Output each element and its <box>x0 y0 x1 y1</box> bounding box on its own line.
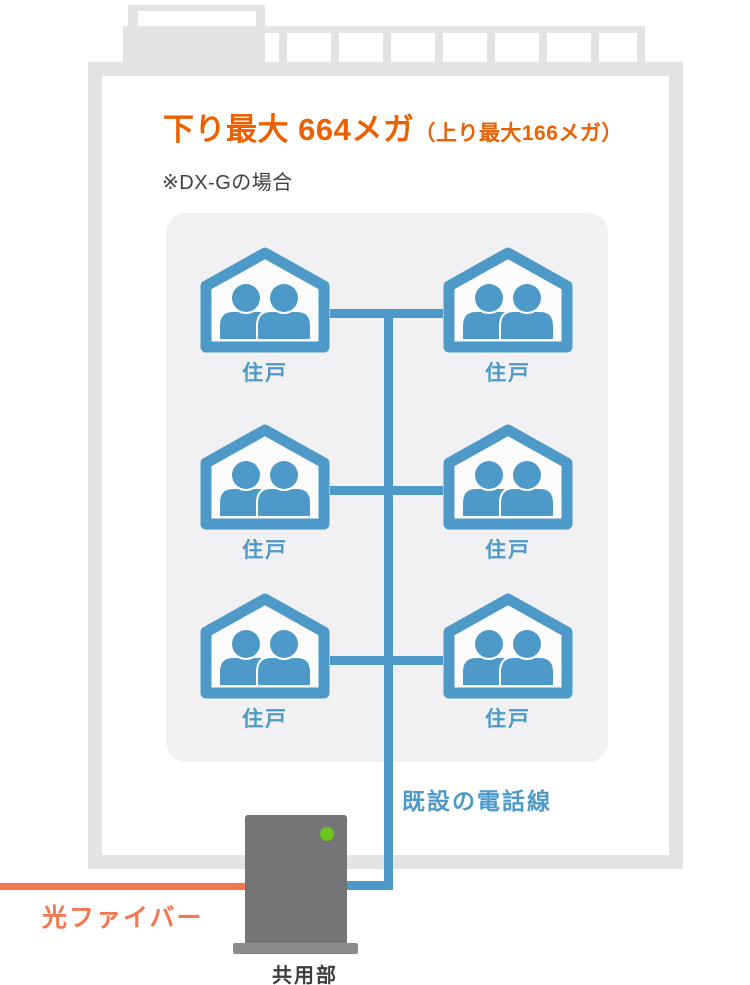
unit-label: 住戸 <box>242 708 288 731</box>
building-penthouse <box>128 5 265 62</box>
speed-headline-main: 下り最大 664メガ <box>163 112 415 147</box>
shared-equipment-box <box>245 815 347 945</box>
unit-house: 住戸 <box>443 593 573 733</box>
unit-house: 住戸 <box>443 247 573 387</box>
unit-label: 住戸 <box>485 362 531 385</box>
unit-house: 住戸 <box>443 424 573 564</box>
unit-label: 住戸 <box>242 539 288 562</box>
speed-headline: 下り最大 664メガ（上り最大166メガ） <box>163 104 623 149</box>
unit-label: 住戸 <box>485 539 531 562</box>
unit-house: 住戸 <box>200 247 330 387</box>
house-people-icon <box>443 593 573 699</box>
phone-line-label: 既設の電話線 <box>402 788 552 814</box>
house-people-icon <box>200 593 330 699</box>
unit-house: 住戸 <box>200 424 330 564</box>
phone-line-elbow <box>347 881 393 890</box>
shared-area-label: 共用部 <box>272 965 338 985</box>
led-indicator <box>320 827 334 841</box>
equipment-pedestal <box>233 943 358 954</box>
house-people-icon <box>200 247 330 353</box>
unit-label: 住戸 <box>485 708 531 731</box>
phone-line-trunk <box>384 309 393 890</box>
unit-house: 住戸 <box>200 593 330 733</box>
unit-label: 住戸 <box>242 362 288 385</box>
fiber-line <box>0 883 245 890</box>
house-people-icon <box>200 424 330 530</box>
model-note: ※DX-Gの場合 <box>162 172 293 194</box>
house-people-icon <box>443 247 573 353</box>
speed-headline-sub: （上り最大166メガ） <box>414 122 623 145</box>
fiber-label: 光ファイバー <box>42 904 204 932</box>
house-people-icon <box>443 424 573 530</box>
penthouse-window <box>138 11 256 26</box>
